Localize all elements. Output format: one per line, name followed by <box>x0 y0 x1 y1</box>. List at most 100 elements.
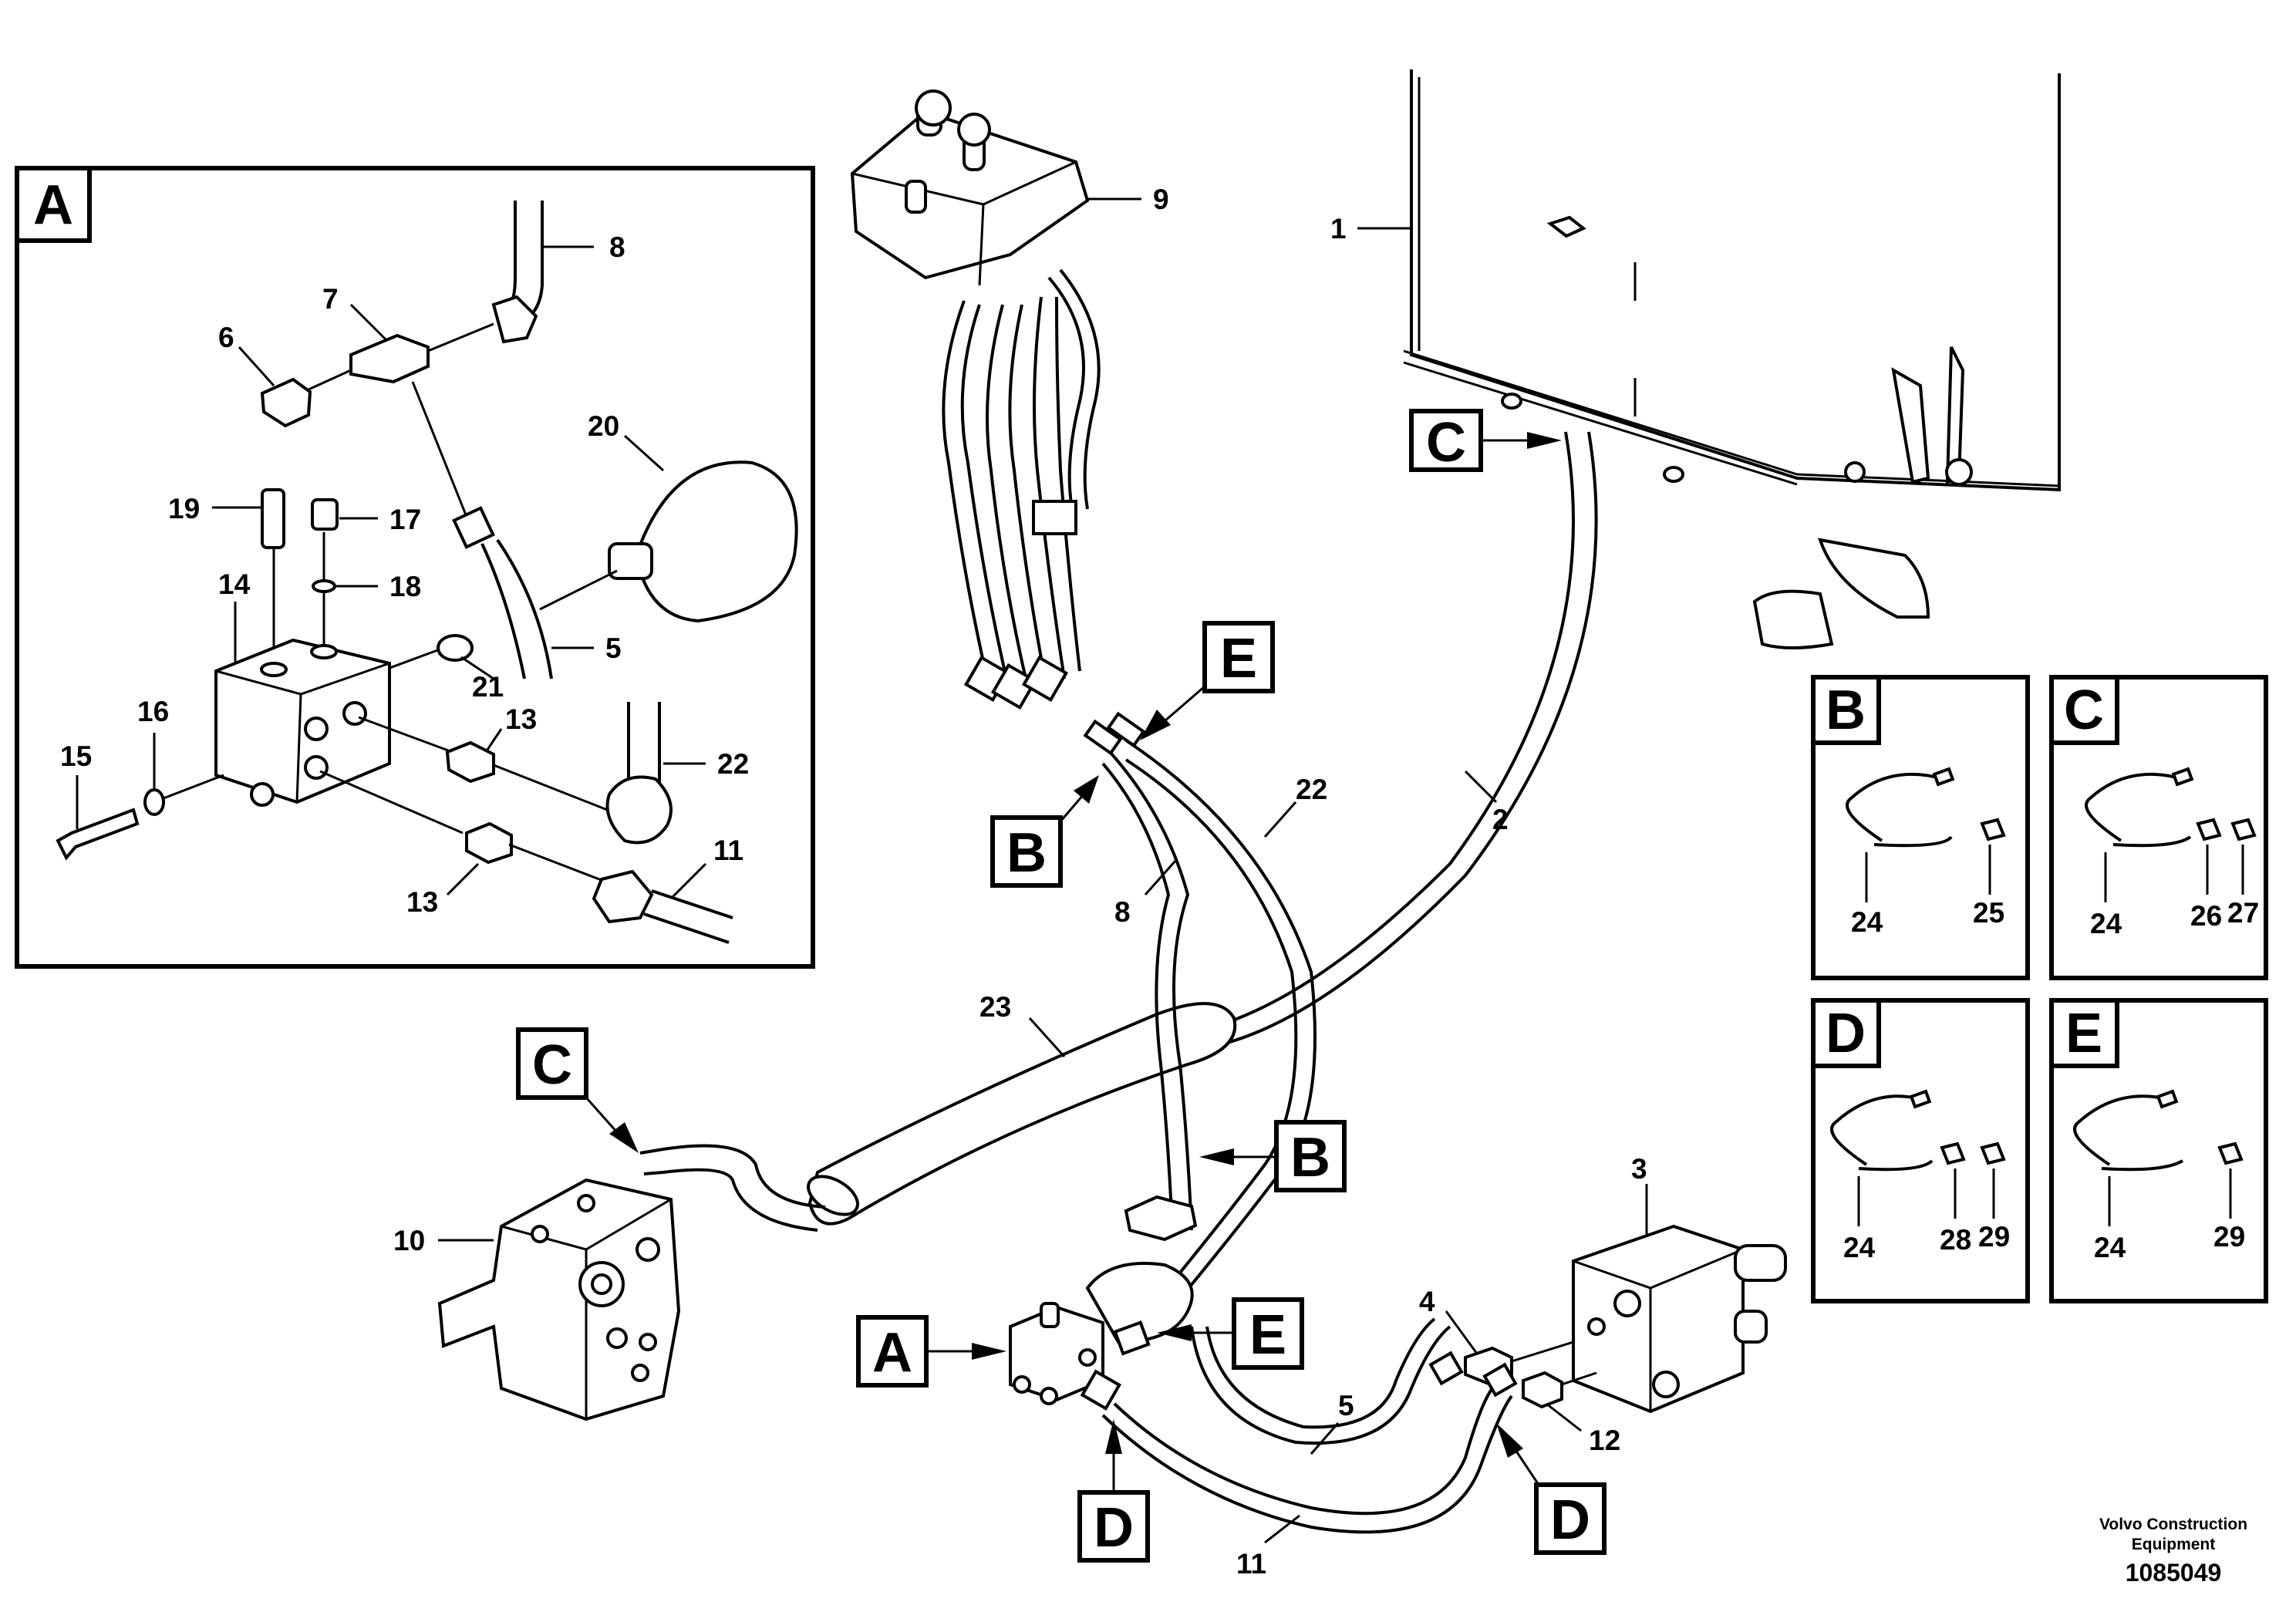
hose-8 <box>1101 743 1193 1231</box>
detail-e-label-29: 29 <box>2213 1221 2245 1253</box>
valve-block-a-assembly <box>1009 1262 1194 1411</box>
pressure-sensor-19 <box>261 488 285 549</box>
hydraulic-tank-1: 1 <box>1330 69 2061 649</box>
label-8: 8 <box>609 231 625 263</box>
label-22: 22 <box>1296 774 1327 805</box>
callout-b-mid: B <box>1199 1120 1347 1192</box>
clip-28 <box>1940 1141 1966 1165</box>
detail-b-label-25: 25 <box>1973 897 2004 929</box>
hose-5 <box>1190 1325 1451 1445</box>
callout-e-main: E <box>1157 1297 1304 1370</box>
adapter-12 <box>1522 1371 1563 1409</box>
control-valve-10: 10 <box>393 1178 681 1421</box>
detail-c-panel: C 24 26 27 <box>2049 675 2268 980</box>
label-7: 7 <box>322 283 339 315</box>
detail-b-label-24: 24 <box>1851 906 1883 938</box>
detail-d-tag: D <box>1826 1003 1866 1064</box>
nut-fitting-11 <box>592 869 654 924</box>
label-1: 1 <box>1330 213 1347 244</box>
detail-c-label-27: 27 <box>2227 897 2259 929</box>
detail-d-panel: D 24 28 29 <box>1811 998 2030 1303</box>
clip-25 <box>1980 818 2006 841</box>
label-15: 15 <box>60 740 92 772</box>
detail-d-label-24: 24 <box>1843 1232 1876 1263</box>
accumulator-port <box>608 542 653 580</box>
control-lever-unit-9: 9 <box>850 89 1169 710</box>
label-20: 20 <box>588 410 619 442</box>
hose-8-detail <box>504 201 517 310</box>
hose-11 <box>1113 1387 1494 1516</box>
adapter-13-lower <box>465 821 513 865</box>
svg-text:C: C <box>1426 412 1466 474</box>
label-16: 16 <box>137 696 169 727</box>
detail-c-tag: C <box>2064 679 2104 741</box>
valve-block-14 <box>214 638 391 804</box>
manufacturer-line2: Equipment <box>2132 1536 2216 1553</box>
detail-e-label-24: 24 <box>2094 1232 2126 1263</box>
detail-c-label-24: 24 <box>2090 908 2122 939</box>
label-9: 9 <box>1153 184 1169 215</box>
label-13-upper: 13 <box>505 703 537 735</box>
detail-d-label-29: 29 <box>1978 1221 2010 1253</box>
svg-text:B: B <box>1290 1127 1330 1189</box>
label-17: 17 <box>389 504 421 535</box>
label-2: 2 <box>1492 804 1509 835</box>
svg-text:D: D <box>1550 1489 1590 1551</box>
clip-29 <box>1980 1141 2006 1165</box>
label-10: 10 <box>393 1225 425 1256</box>
manufacturer-line1: Volvo Construction <box>2099 1516 2247 1533</box>
svg-text:E: E <box>1249 1304 1286 1366</box>
label-6: 6 <box>218 322 234 353</box>
label-11: 11 <box>1236 1548 1266 1580</box>
svg-text:C: C <box>532 1034 572 1096</box>
detail-a-panel: A <box>15 166 815 969</box>
main-labels: 2 22 8 23 5 11 <box>979 770 1509 1580</box>
label-23: 23 <box>979 991 1011 1023</box>
electrical-connector <box>1032 500 1077 535</box>
elbow-fitting-22 <box>605 775 673 845</box>
detail-e-panel: E 24 29 <box>2049 998 2268 1303</box>
adapter-6 <box>260 377 312 428</box>
callout-d-left: D <box>1077 1419 1150 1563</box>
tee-fitting-7 <box>349 333 430 384</box>
drawing-number: 1085049 <box>2126 1559 2222 1587</box>
hose-fitting-5 <box>452 506 495 549</box>
detail-c-label-26: 26 <box>2190 900 2222 932</box>
label-19: 19 <box>168 493 200 524</box>
label-18: 18 <box>389 571 421 602</box>
bolt-15 <box>56 808 140 861</box>
cable-tie-24 <box>2073 1094 2168 1166</box>
valve-3: 3 4 12 <box>1419 1153 1787 1456</box>
adapter-13-upper <box>445 740 495 784</box>
label-12: 12 <box>1589 1425 1620 1456</box>
cable-tie-24 <box>1846 772 1944 842</box>
svg-text:B: B <box>1006 822 1047 884</box>
callout-e-top: E <box>1140 621 1275 740</box>
protective-sleeve-23 <box>807 1002 1237 1226</box>
label-11: 11 <box>713 835 743 866</box>
cable-tie-24 <box>2085 772 2183 842</box>
label-14: 14 <box>218 568 251 600</box>
svg-text:E: E <box>1220 628 1257 690</box>
callout-c-top-right: C <box>1409 409 1562 474</box>
label-4: 4 <box>1419 1286 1435 1317</box>
hose-2 <box>1202 431 1575 1031</box>
seal-ring-18 <box>312 579 336 593</box>
clip-27 <box>2230 818 2257 841</box>
svg-text:A: A <box>872 1322 912 1384</box>
label-13-lower: 13 <box>406 886 438 918</box>
accumulator-20 <box>634 460 798 623</box>
detail-b-panel: B 24 25 <box>1811 675 2030 980</box>
o-ring-21 <box>437 634 474 662</box>
tank-outlet <box>1752 589 1834 649</box>
cable-tie-24 <box>1830 1094 1921 1166</box>
washer-16 <box>143 788 165 816</box>
footer: Volvo Construction Equipment 1085049 <box>2099 1516 2247 1587</box>
callout-c-left: C <box>516 1027 639 1153</box>
callout-b-top: B <box>990 775 1099 888</box>
label-8: 8 <box>1114 896 1131 928</box>
callout-a-main: A <box>856 1315 1006 1388</box>
clip-29 <box>2217 1141 2244 1165</box>
plug-17 <box>311 498 339 531</box>
